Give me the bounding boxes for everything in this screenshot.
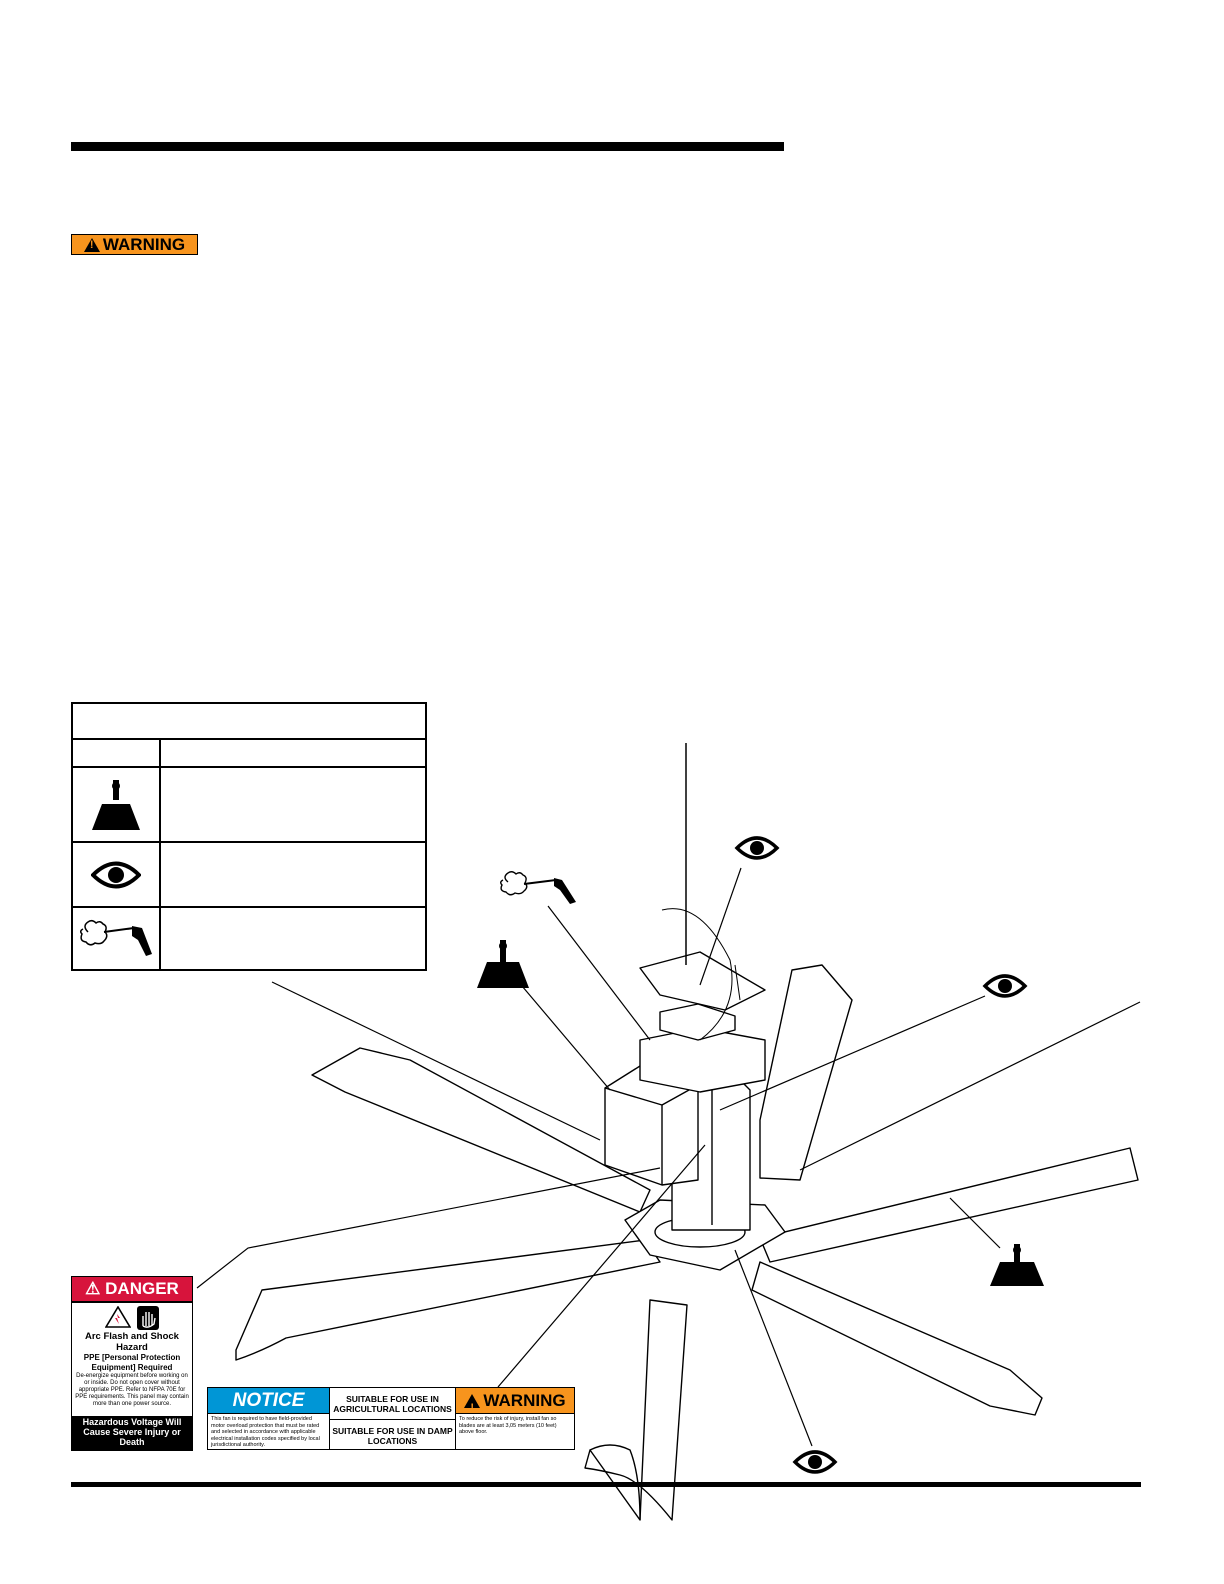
warning-triangle-icon	[464, 1393, 481, 1421]
mount-plate	[659, 1003, 736, 1041]
leader-line	[547, 905, 651, 1041]
leader-line	[949, 1197, 1001, 1249]
danger-triangle-icon: ⚠	[85, 1279, 101, 1298]
danger-pictograms	[72, 1303, 192, 1331]
fan-blade	[751, 1261, 1043, 1416]
danger-hazard-text: Arc Flash and Shock Hazard	[85, 1331, 179, 1353]
warning-label-body: To reduce the risk of injury, install fa…	[459, 1416, 557, 1435]
mount-plate	[639, 951, 766, 1011]
suitability-label: SUITABLE FOR USE IN AGRICULTURAL LOCATIO…	[330, 1388, 456, 1449]
fan-hub	[624, 1199, 786, 1271]
fan-blade	[235, 1239, 661, 1361]
fan-hub-ring	[654, 1216, 746, 1248]
eye-icon	[734, 836, 780, 860]
eye-icon	[91, 861, 141, 888]
fan-blade	[759, 1147, 1139, 1263]
warning-label-head: WARNING	[456, 1388, 574, 1421]
warning-badge: WARNING	[71, 234, 198, 255]
leader-line	[699, 867, 742, 986]
leader-line	[196, 1167, 661, 1289]
suitable-agricultural-text: SUITABLE FOR USE IN AGRICULTURAL LOCATIO…	[333, 1393, 452, 1414]
eye-icon	[792, 1450, 838, 1474]
arc-flash-icon	[105, 1306, 131, 1328]
legend-column-header-divider	[73, 766, 425, 768]
notice-body: This fan is required to have field-provi…	[211, 1416, 320, 1448]
control-box-top	[604, 1084, 699, 1106]
control-box	[604, 1061, 699, 1186]
guy-wire	[799, 1001, 1141, 1171]
leader-line	[497, 1144, 706, 1388]
notice-label: NOTICE This fan is required to have fiel…	[208, 1388, 330, 1449]
suitable-damp-text: SUITABLE FOR USE IN DAMP LOCATIONS	[330, 1419, 455, 1451]
leader-line	[719, 995, 986, 1111]
scraper-icon	[92, 779, 140, 830]
leader-line	[734, 1249, 813, 1447]
fan-shield	[661, 908, 733, 1041]
danger-body-text: De-energize equipment before working on …	[75, 1373, 189, 1407]
guy-wire	[271, 981, 601, 1141]
mount-bracket	[639, 1027, 766, 1093]
fan-blade	[311, 1047, 651, 1213]
danger-title-text: DANGER	[105, 1279, 179, 1298]
scraper-icon	[477, 940, 529, 988]
fan-blade	[759, 964, 853, 1181]
danger-ppe-text: PPE [Personal Protection Equipment] Requ…	[83, 1353, 181, 1372]
warning-label: WARNING To reduce the risk of injury, in…	[456, 1388, 574, 1449]
shock-hand-icon	[137, 1306, 159, 1330]
top-rule	[71, 142, 784, 151]
maintenance-legend-table	[71, 702, 427, 971]
air-nozzle-icon	[79, 919, 152, 956]
motor-column	[671, 1074, 751, 1231]
warning-label-title: WARNING	[483, 1391, 566, 1410]
warning-badge-label: WARNING	[102, 235, 186, 254]
legend-scraper-cell	[73, 768, 159, 841]
danger-footer-text: Hazardous Voltage Will Cause Severe Inju…	[72, 1416, 192, 1450]
legend-row-divider	[73, 841, 425, 843]
bottom-rule	[71, 1482, 1141, 1487]
danger-label: ⚠ DANGER Arc Flash and Shock Hazard PPE …	[71, 1276, 193, 1451]
danger-label-title: ⚠ DANGER	[72, 1277, 192, 1303]
leader-line	[521, 985, 611, 1091]
legend-header-divider	[73, 738, 425, 740]
legend-row-divider	[73, 906, 425, 908]
notice-title: NOTICE	[208, 1388, 329, 1414]
label-strip: NOTICE This fan is required to have fiel…	[207, 1387, 575, 1450]
guy-wire	[734, 964, 741, 1001]
fan-blade	[584, 1299, 688, 1521]
legend-eye-cell	[73, 843, 159, 906]
eye-icon	[982, 974, 1028, 998]
legend-air-nozzle-cell	[73, 908, 159, 971]
air-nozzle-icon	[500, 871, 576, 904]
scraper-icon	[990, 1244, 1044, 1286]
legend-column-divider	[159, 740, 161, 969]
warning-triangle-icon	[83, 237, 100, 252]
